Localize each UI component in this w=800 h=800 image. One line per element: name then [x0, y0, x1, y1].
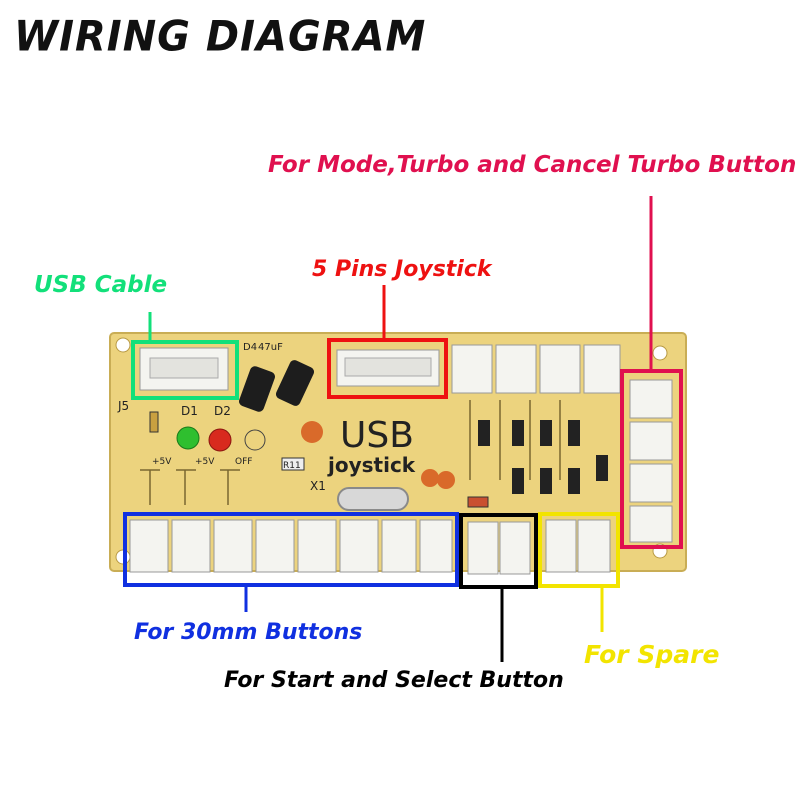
spare-connector [577, 519, 611, 573]
board-text-d2: D2 [214, 404, 231, 418]
resistor [149, 411, 159, 433]
start-select-label: For Start and Select Button [224, 668, 564, 693]
board-text-5v-a: +5V [152, 457, 172, 467]
usb-highlight-box [131, 340, 239, 400]
resistor [281, 457, 305, 471]
button-connectors [129, 519, 453, 573]
start-highlight-box [459, 513, 538, 589]
ceramic-cap [421, 469, 439, 487]
spare-label: For Spare [584, 640, 720, 669]
mode-connectors [629, 379, 673, 543]
top-connectors [451, 344, 621, 394]
board-text-x1: X1 [310, 479, 326, 493]
page-title: WIRING DIAGRAM [14, 12, 427, 62]
select-connector [499, 521, 531, 575]
led-red [208, 428, 232, 452]
mount-hole [652, 345, 668, 361]
resistor [467, 496, 489, 508]
usb-cable-label: USB Cable [34, 272, 168, 298]
mode-label: For Mode,Turbo and Cancel Turbo Button [268, 152, 797, 178]
joystick-connector-slot [344, 357, 432, 377]
board-text-off: OFF [235, 457, 252, 467]
usb-connector-slot [149, 357, 219, 379]
resistor-array [478, 420, 608, 494]
board-text-joystick: joystick [327, 453, 416, 477]
board-text-cap: 47uF [258, 342, 283, 353]
buttons-highlight-box [123, 512, 459, 587]
led-green [176, 426, 200, 450]
buttons-label: For 30mm Buttons [134, 620, 363, 645]
joystick-highlight-box [327, 338, 448, 399]
ceramic-cap [301, 421, 323, 443]
joystick-label: 5 Pins Joystick [312, 257, 492, 282]
spare-connector [545, 519, 577, 573]
board-text-usb: USB [340, 415, 414, 456]
crystal [337, 487, 409, 511]
board-text-d1: D1 [181, 404, 198, 418]
capacitor [275, 360, 315, 406]
capacitor [239, 366, 275, 412]
board-text-j5: J5 [117, 399, 129, 413]
switch-round [244, 429, 266, 451]
spare-highlight-box [538, 512, 620, 588]
mount-hole [115, 337, 131, 353]
ceramic-cap [437, 471, 455, 489]
board-text-5v-b: +5V [195, 457, 215, 467]
start-connector [467, 521, 499, 575]
board-text-d4: D4 [243, 342, 257, 353]
board-text-r11: R11 [283, 461, 301, 471]
